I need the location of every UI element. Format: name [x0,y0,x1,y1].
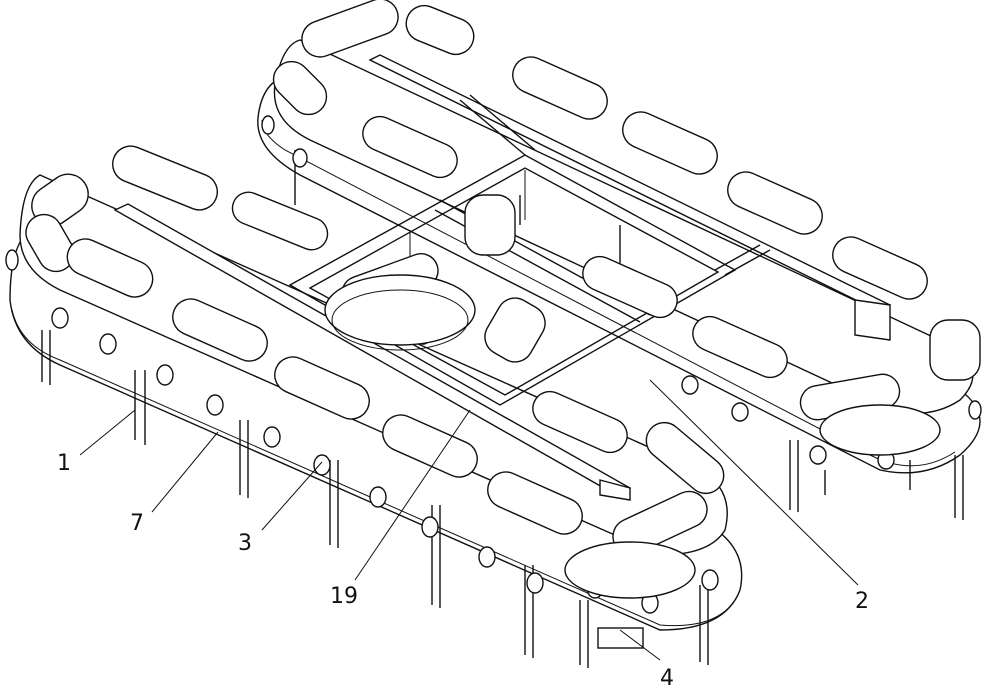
label-1: 1 [57,451,71,476]
leader-7 [152,432,218,512]
turntable-right [820,405,940,455]
turntable-center [325,275,475,345]
leader-1 [80,410,135,455]
label-2: 2 [855,589,869,614]
leader-4 [620,630,660,660]
label-3: 3 [238,531,252,556]
turntable-front [565,542,695,598]
label-19: 19 [330,584,358,609]
label-7: 7 [130,511,144,536]
label-4: 4 [660,666,674,691]
leader-3 [262,462,322,530]
